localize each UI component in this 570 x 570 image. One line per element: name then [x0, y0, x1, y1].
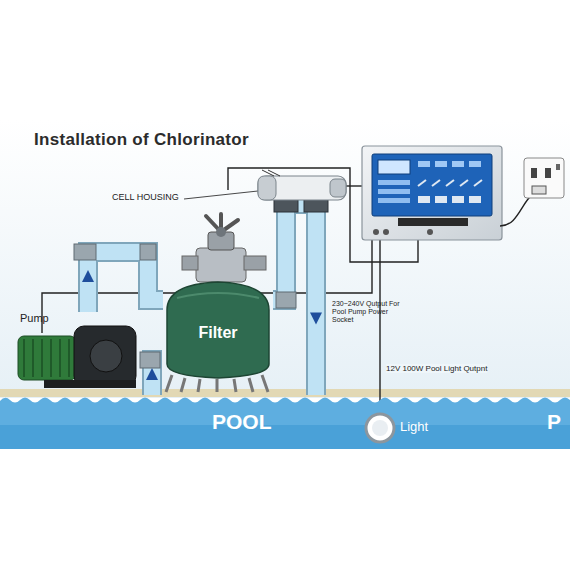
- node-text: Light: [400, 420, 428, 434]
- node-text: Filter: [198, 324, 237, 342]
- indicator: [435, 161, 447, 167]
- leader-line: [184, 191, 258, 199]
- tick: [418, 180, 426, 186]
- button: [418, 196, 430, 203]
- pump: Pump: [14, 312, 142, 390]
- pool-shape: [0, 395, 570, 449]
- gland: [383, 229, 389, 235]
- indicator: [469, 161, 481, 167]
- indicator: [378, 198, 410, 203]
- tick: [460, 180, 468, 186]
- control-slot: [398, 218, 468, 226]
- node-text: POOL: [212, 410, 272, 433]
- flow-arrow: [310, 313, 322, 325]
- control-panel: [372, 154, 492, 216]
- filter-tank: Filter: [163, 280, 273, 378]
- pipe: [82, 252, 163, 312]
- button: [452, 196, 464, 203]
- display: [378, 160, 410, 174]
- pipe-wall: [88, 252, 163, 312]
- gland: [427, 229, 433, 235]
- socket-pin: [545, 168, 551, 178]
- pipe: [273, 204, 322, 395]
- part-label: CELL HOUSING: [112, 192, 179, 202]
- plug: [532, 186, 546, 194]
- ground: [0, 389, 570, 397]
- tick: [432, 180, 440, 186]
- part-label: 12V 100W Pool Light Qutpnt: [386, 364, 487, 373]
- button: [469, 196, 481, 203]
- pipe-wall: [273, 204, 316, 395]
- node-text: Pump: [20, 312, 49, 324]
- tick: [446, 180, 454, 186]
- light-wire: [379, 238, 380, 414]
- indicator: [418, 161, 430, 167]
- control-box: [362, 146, 502, 240]
- pipe-water: [88, 252, 163, 312]
- node-text: P: [547, 410, 561, 433]
- tick: [474, 180, 482, 186]
- pipe-water: [273, 204, 316, 395]
- indicator: [378, 189, 410, 194]
- gland: [373, 229, 379, 235]
- socket-switch: [556, 164, 560, 170]
- multiport-valve: [182, 214, 266, 282]
- pool: POOL P: [0, 395, 570, 449]
- wall-socket: [524, 158, 564, 198]
- indicator: [452, 161, 464, 167]
- part-label: 230~240V Qutput For Pool Pump Power Sock…: [332, 300, 404, 324]
- cell-cable: [345, 185, 362, 186]
- cell-housing: [258, 170, 346, 212]
- button: [435, 196, 447, 203]
- indicator: [378, 180, 410, 185]
- title: Installation of Chlorinator: [34, 130, 249, 150]
- pool-light: Light: [364, 412, 435, 444]
- flow-arrow: [82, 270, 94, 282]
- background: [0, 120, 570, 398]
- socket-pin: [531, 168, 537, 178]
- flow-arrow: [146, 368, 158, 380]
- panel-buttons: [378, 161, 482, 203]
